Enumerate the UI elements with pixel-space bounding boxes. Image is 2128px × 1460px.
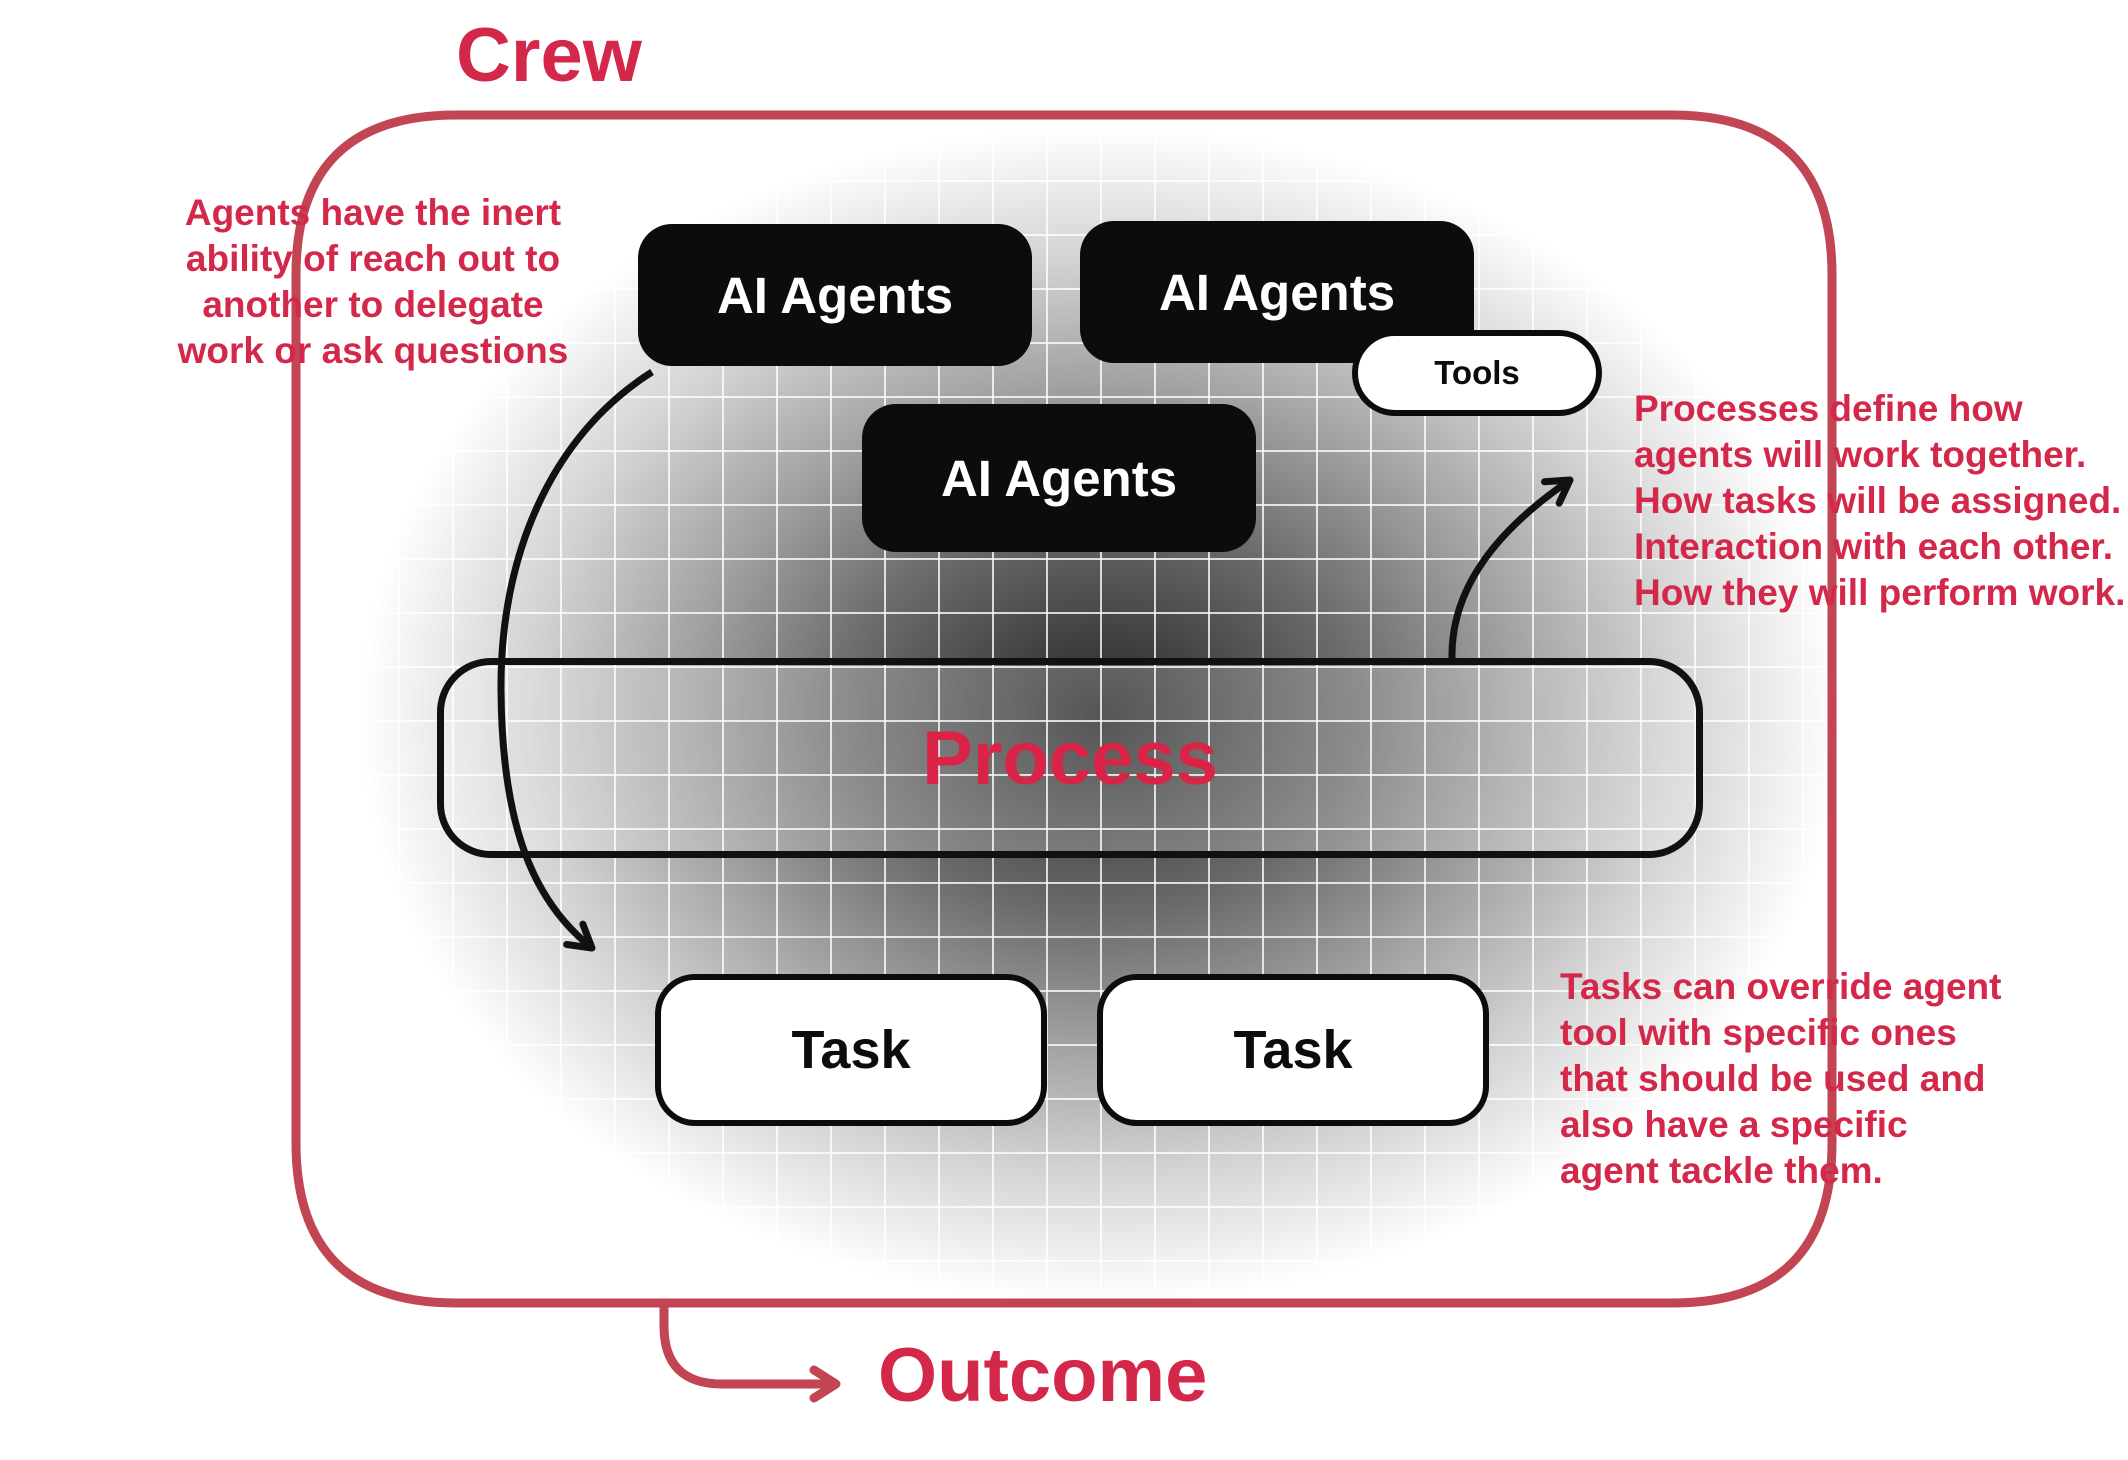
task-label-1: Task [791, 1020, 911, 1080]
annotation-line: How tasks will be assigned. [1634, 480, 2122, 521]
annotation-line: agents will work together. [1634, 434, 2087, 475]
annotation-line: work or ask questions [177, 330, 569, 371]
annotation-line: Tasks can override agent [1560, 966, 2002, 1007]
tools-pill: Tools [1352, 330, 1602, 416]
annotation-line: How they will perform work. [1634, 572, 2126, 613]
tasks-annotation: Tasks can override agent tool with speci… [1560, 964, 2001, 1194]
annotation-line: also have a specific [1560, 1104, 1908, 1145]
process-annotation: Processes define how agents will work to… [1634, 386, 2125, 616]
outcome-label: Outcome [878, 1333, 1208, 1418]
crew-title: Crew [456, 13, 642, 98]
task-box-1: Task [655, 974, 1047, 1126]
ai-agents-box-1: AI Agents [638, 224, 1032, 366]
ai-agents-label-2: AI Agents [1158, 263, 1396, 321]
task-box-2: Task [1097, 974, 1489, 1126]
annotation-line: Processes define how [1634, 388, 2023, 429]
annotation-line: another to delegate [202, 284, 544, 325]
process-box: Process [437, 658, 1703, 858]
process-label: Process [922, 715, 1218, 801]
annotation-line: ability of reach out to [185, 238, 561, 279]
tools-label: Tools [1434, 354, 1520, 391]
annotation-line: that should be used and [1560, 1058, 1986, 1099]
annotation-line: Agents have the inert [184, 192, 562, 233]
annotation-line: tool with specific ones [1560, 1012, 1957, 1053]
ai-agents-label-3: AI Agents [940, 449, 1178, 507]
annotation-line: Interaction with each other. [1634, 526, 2114, 567]
task-label-2: Task [1233, 1020, 1353, 1080]
annotation-line: agent tackle them. [1560, 1150, 1883, 1191]
left-annotation: Agents have the inert ability of reach o… [168, 190, 578, 374]
ai-agents-label-1: AI Agents [716, 266, 954, 324]
ai-agents-box-3: AI Agents [862, 404, 1256, 552]
